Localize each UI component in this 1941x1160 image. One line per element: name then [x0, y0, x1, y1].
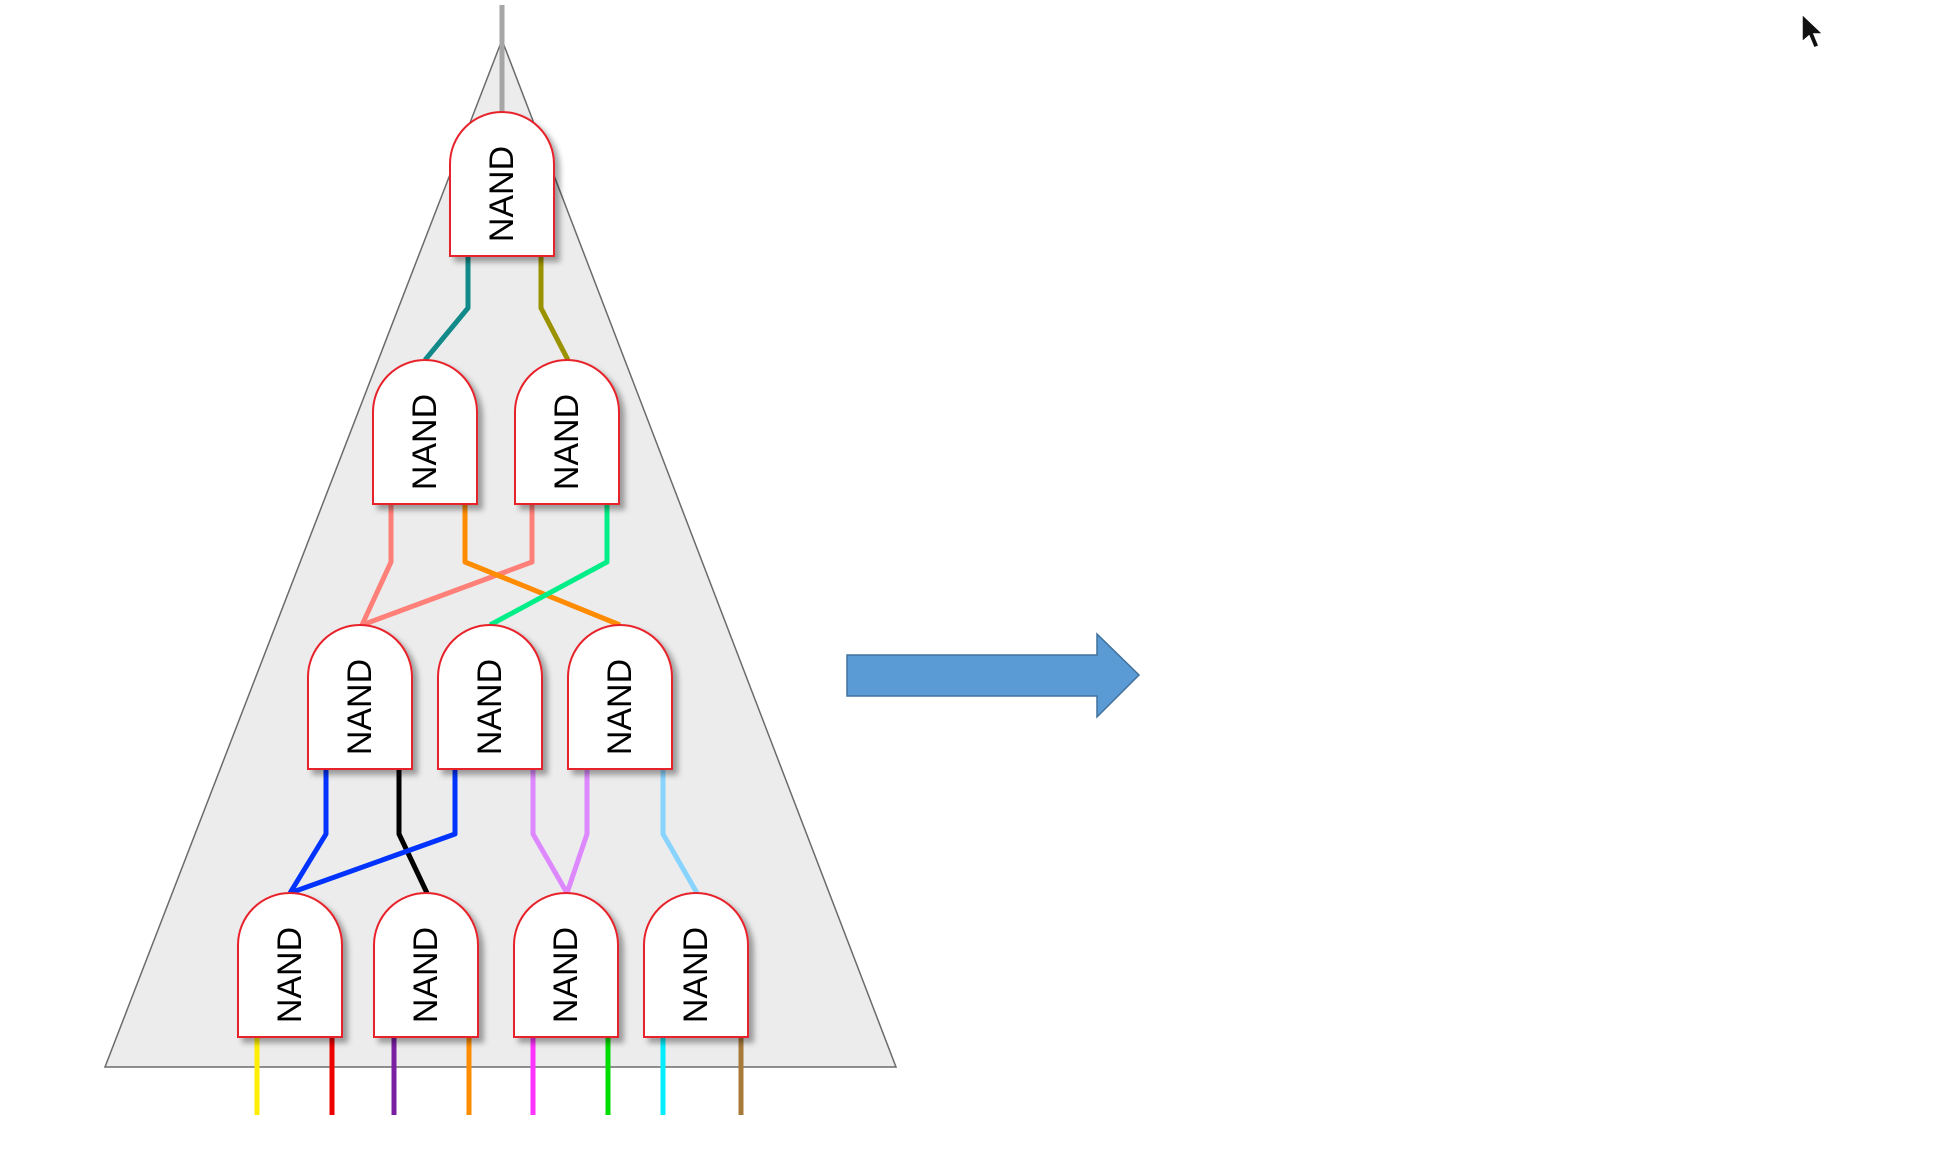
wire-orange: [462, 500, 621, 628]
wire-salmon: [359, 500, 394, 627]
wire-teal: [423, 247, 471, 362]
wire-spring-green: [488, 500, 610, 628]
wire-group: [287, 247, 700, 896]
nand-gate: NAND: [449, 111, 555, 257]
nand-gate-body: [372, 359, 478, 505]
nand-gate-body: [237, 892, 343, 1038]
gate-label: NAND: [547, 927, 585, 1023]
wire-light-blue: [660, 768, 700, 895]
nand-gate-body: [437, 624, 543, 770]
nand-gate: NAND: [373, 892, 479, 1038]
wire-violet: [564, 768, 590, 894]
gate-label: NAND: [406, 394, 444, 490]
wire-violet: [530, 768, 570, 895]
nand-gate-body: [514, 359, 620, 505]
nand-gate: NAND: [513, 892, 619, 1038]
nand-gate: NAND: [567, 624, 673, 770]
mouse-pointer-icon: [1801, 12, 1825, 49]
nand-gate: NAND: [372, 359, 478, 505]
nand-gate: NAND: [307, 624, 413, 770]
tree-triangle: [103, 37, 898, 1068]
nand-gate: NAND: [437, 624, 543, 770]
nand-gate-body: [307, 624, 413, 770]
nand-gate-body: [513, 892, 619, 1038]
wire-blue: [289, 768, 458, 896]
gate-label: NAND: [677, 927, 715, 1023]
gate-group: NAND NAND NAND NAND NAND NAND NAND NAND NAND NAND: [237, 111, 749, 1038]
right-arrow-icon: [846, 632, 1141, 719]
nand-gate: NAND: [643, 892, 749, 1038]
gate-label: NAND: [407, 927, 445, 1023]
wire-olive: [538, 247, 571, 362]
gate-label: NAND: [548, 394, 586, 490]
wire-blue: [287, 768, 329, 895]
nand-gate-body: [373, 892, 479, 1038]
input-wire-group: [254, 1037, 744, 1115]
gate-label: NAND: [341, 659, 379, 755]
nand-gate-body: [643, 892, 749, 1038]
gate-label: NAND: [483, 146, 521, 242]
gate-label: NAND: [601, 659, 639, 755]
nand-gate-body: [449, 111, 555, 257]
wire-black: [396, 768, 430, 895]
gate-label: NAND: [271, 927, 309, 1023]
nand-gate-body: [567, 624, 673, 770]
nand-gate: NAND: [514, 359, 620, 505]
nand-gate: NAND: [237, 892, 343, 1038]
gate-label: NAND: [471, 659, 509, 755]
wire-salmon: [361, 500, 535, 628]
